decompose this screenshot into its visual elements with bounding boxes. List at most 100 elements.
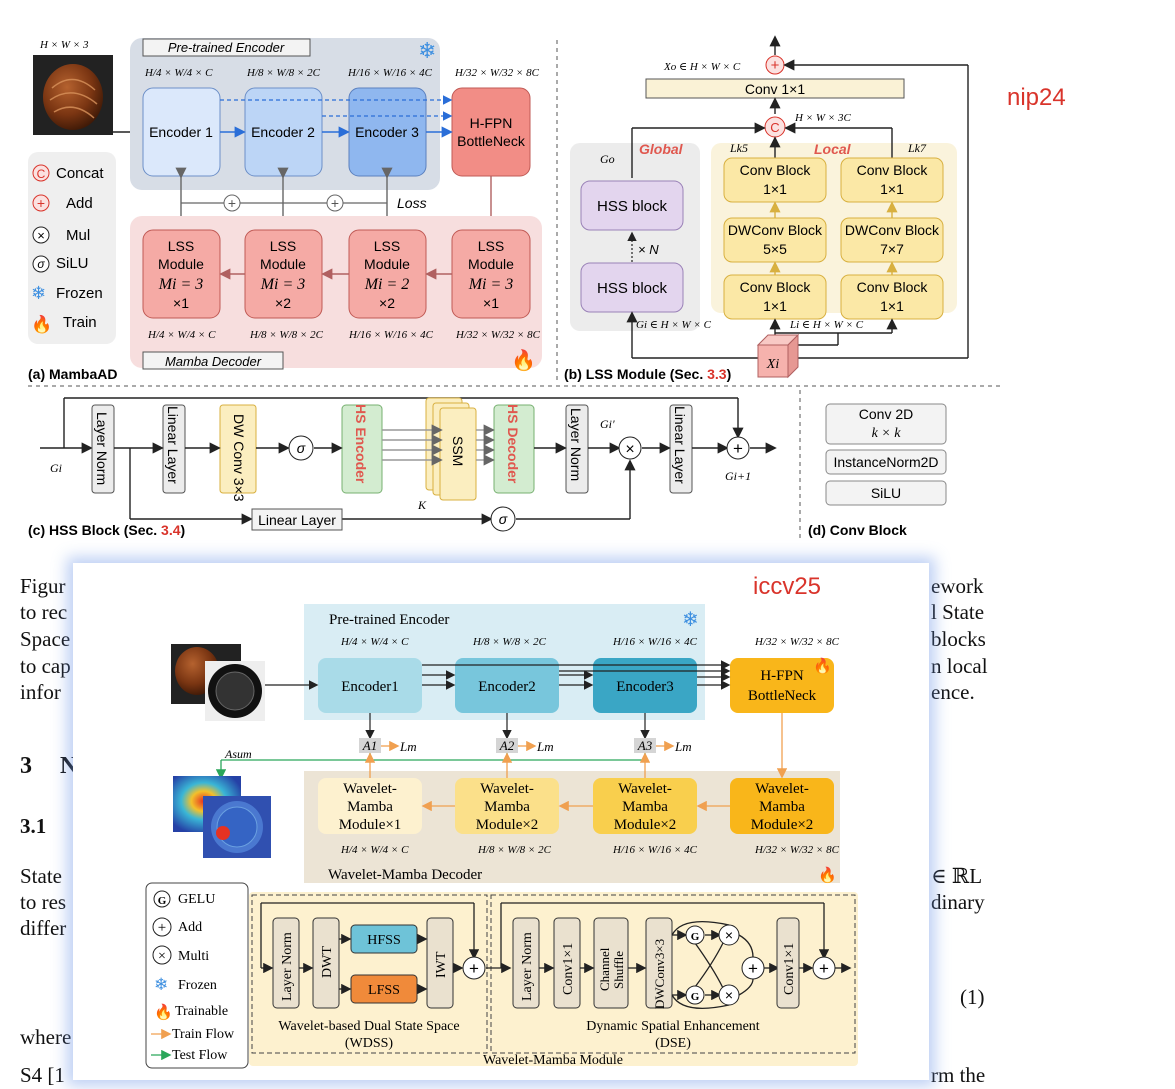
- b-cb4: Conv Block: [857, 279, 929, 295]
- svg-text:×: ×: [625, 441, 634, 458]
- svg-text:+: +: [748, 959, 758, 978]
- i-enc-dim1: H/4 × W/4 × C: [340, 636, 409, 648]
- a-dec-dim2: H/8 × W/8 × 2C: [249, 329, 324, 341]
- a-bottleneck: [451, 87, 531, 177]
- i-wm2-l3: Module×2: [476, 817, 539, 833]
- c-gi: Gi: [50, 461, 62, 475]
- b-hw3c: H × W × 3C: [794, 112, 851, 124]
- i-bottleneck: [730, 658, 834, 713]
- paper-state-1-right: ∈ ℝL: [931, 864, 983, 888]
- i-dwconv-label: DWConv3×3: [652, 939, 667, 1009]
- paper-line-2-right: l State: [931, 600, 985, 624]
- a-lss-modules: [142, 229, 531, 319]
- c-linear: Linear Layer: [165, 406, 181, 484]
- d-kxk: k × k: [872, 426, 902, 441]
- a-lss2-title: LSS: [270, 238, 296, 254]
- a-lss1-sub: Module: [158, 256, 204, 272]
- c-gi-prime: Gi': [600, 417, 615, 431]
- i-module-title: Wavelet-Mamba Module: [483, 1053, 623, 1068]
- a-dec-dim1: H/4 × W/4 × C: [147, 329, 216, 341]
- legend-train-icon: 🔥: [31, 314, 52, 334]
- a-encoder3-label: Encoder 3: [355, 124, 419, 140]
- svg-text:×: ×: [37, 228, 45, 243]
- i-ln-label: Layer Norm: [280, 932, 295, 1001]
- b-lk7: Lk7: [907, 141, 927, 155]
- c-blocks: [91, 397, 693, 501]
- annotation-iccv25: iccv25: [753, 573, 822, 600]
- b-xi: Xi: [766, 357, 780, 372]
- a-lss4-sub: Module: [468, 256, 514, 272]
- svg-text:×: ×: [725, 987, 733, 1003]
- i-legend-multi: Multi: [178, 949, 209, 964]
- paper-state-2-left: to res: [20, 890, 67, 914]
- paper-where: where: [20, 1025, 72, 1049]
- i-dse-region: [490, 894, 856, 1054]
- i-iwt-label: IWT: [434, 951, 449, 978]
- i-g1: G: [691, 931, 700, 943]
- i-encoder2-label: Encoder2: [478, 679, 535, 695]
- a-lss2-mult: ×2: [275, 295, 291, 311]
- a-decoder-region: [130, 216, 542, 368]
- i-lm2: Lm: [536, 739, 554, 754]
- i-dec-dim3: H/16 × W/16 × 4C: [612, 844, 698, 856]
- i-wm3-l3: Module×2: [614, 817, 677, 833]
- i-wm4-l2: Mamba: [759, 799, 805, 815]
- paper-line-5-left: infor: [20, 680, 61, 704]
- c-dwconv: DW Conv 3×3: [231, 414, 247, 502]
- c-layernorm2: Layer Norm: [568, 408, 584, 481]
- b-local: Local: [814, 141, 852, 157]
- paper-section-num: 3: [20, 753, 32, 779]
- i-iwt: [426, 917, 454, 1009]
- i-enc-dim2: H/8 × W/8 × 2C: [472, 636, 547, 648]
- a-encoder1-label: Encoder 1: [149, 124, 213, 140]
- a-lss3-param: Mi = 2: [364, 276, 410, 293]
- i-hfss-label: HFSS: [367, 933, 400, 948]
- paper-line-3-left: Space: [20, 627, 71, 651]
- i-dwt-label: DWT: [320, 946, 335, 978]
- svg-text:+: +: [469, 959, 479, 978]
- b-li: Li ∈ H × W × C: [789, 319, 864, 331]
- a-enc-dim2: H/8 × W/8 × 2C: [246, 67, 321, 79]
- paper-line-1-right: ework: [931, 574, 984, 598]
- i-wm1-l2: Mamba: [347, 799, 393, 815]
- hazelnut-image: [43, 64, 103, 130]
- svg-text:G: G: [158, 895, 167, 907]
- a-lss3-title: LSS: [374, 238, 400, 254]
- svg-text:+: +: [158, 920, 166, 936]
- a-decoder-title-box: [142, 351, 284, 370]
- b-dw2: DWConv Block: [845, 222, 940, 238]
- paper-line-5-right: ence.: [931, 680, 975, 704]
- b-hss-top-label: HSS block: [597, 198, 668, 215]
- d-conv2d: [825, 403, 947, 445]
- i-ln2: [512, 917, 540, 1009]
- svg-text:+: +: [819, 959, 829, 978]
- b-dw1-k: 5×5: [763, 241, 787, 257]
- i-dec-dim1: H/4 × W/4 × C: [340, 844, 409, 856]
- a-input-dim: H × W × 3: [39, 39, 89, 51]
- svg-text:C: C: [37, 167, 46, 181]
- i-dse-l2: (DSE): [655, 1036, 691, 1051]
- b-cb3-k: 1×1: [880, 181, 904, 197]
- a-lss4-mult: ×1: [483, 295, 499, 311]
- c-bottom-linear-label: Linear Layer: [258, 512, 336, 528]
- b-caption: (b) LSS Module (Sec. 3.3): [564, 366, 731, 382]
- svg-text:+: +: [771, 57, 780, 74]
- i-legend-train-flow: Train Flow: [172, 1027, 235, 1042]
- i-conv1b-label: Conv1×1: [782, 943, 797, 995]
- i-frozen-icon: ❄: [682, 609, 699, 631]
- b-times-n: × N: [638, 242, 659, 257]
- c-sigma2: σ: [499, 511, 508, 527]
- i-wm3-l1: Wavelet-: [618, 781, 672, 797]
- i-a2: [496, 738, 518, 753]
- i-legend-train-icon: 🔥: [154, 1003, 173, 1021]
- nip24-figure: H × W × 3 Pre-trained Encoder ❄ Encoder …: [28, 35, 1000, 538]
- i-ln2-label: Layer Norm: [520, 932, 535, 1001]
- svg-text:+: +: [228, 195, 236, 211]
- i-encoder1: [318, 658, 422, 713]
- i-wdss-region: [251, 894, 488, 1054]
- paper-state-3-left: differ: [20, 916, 67, 940]
- i-wm1-l3: Module×1: [339, 817, 402, 833]
- annotation-nip24: nip24: [1007, 84, 1066, 111]
- i-encoder3-label: Encoder3: [616, 679, 673, 695]
- legend-silu: SiLU: [56, 255, 89, 272]
